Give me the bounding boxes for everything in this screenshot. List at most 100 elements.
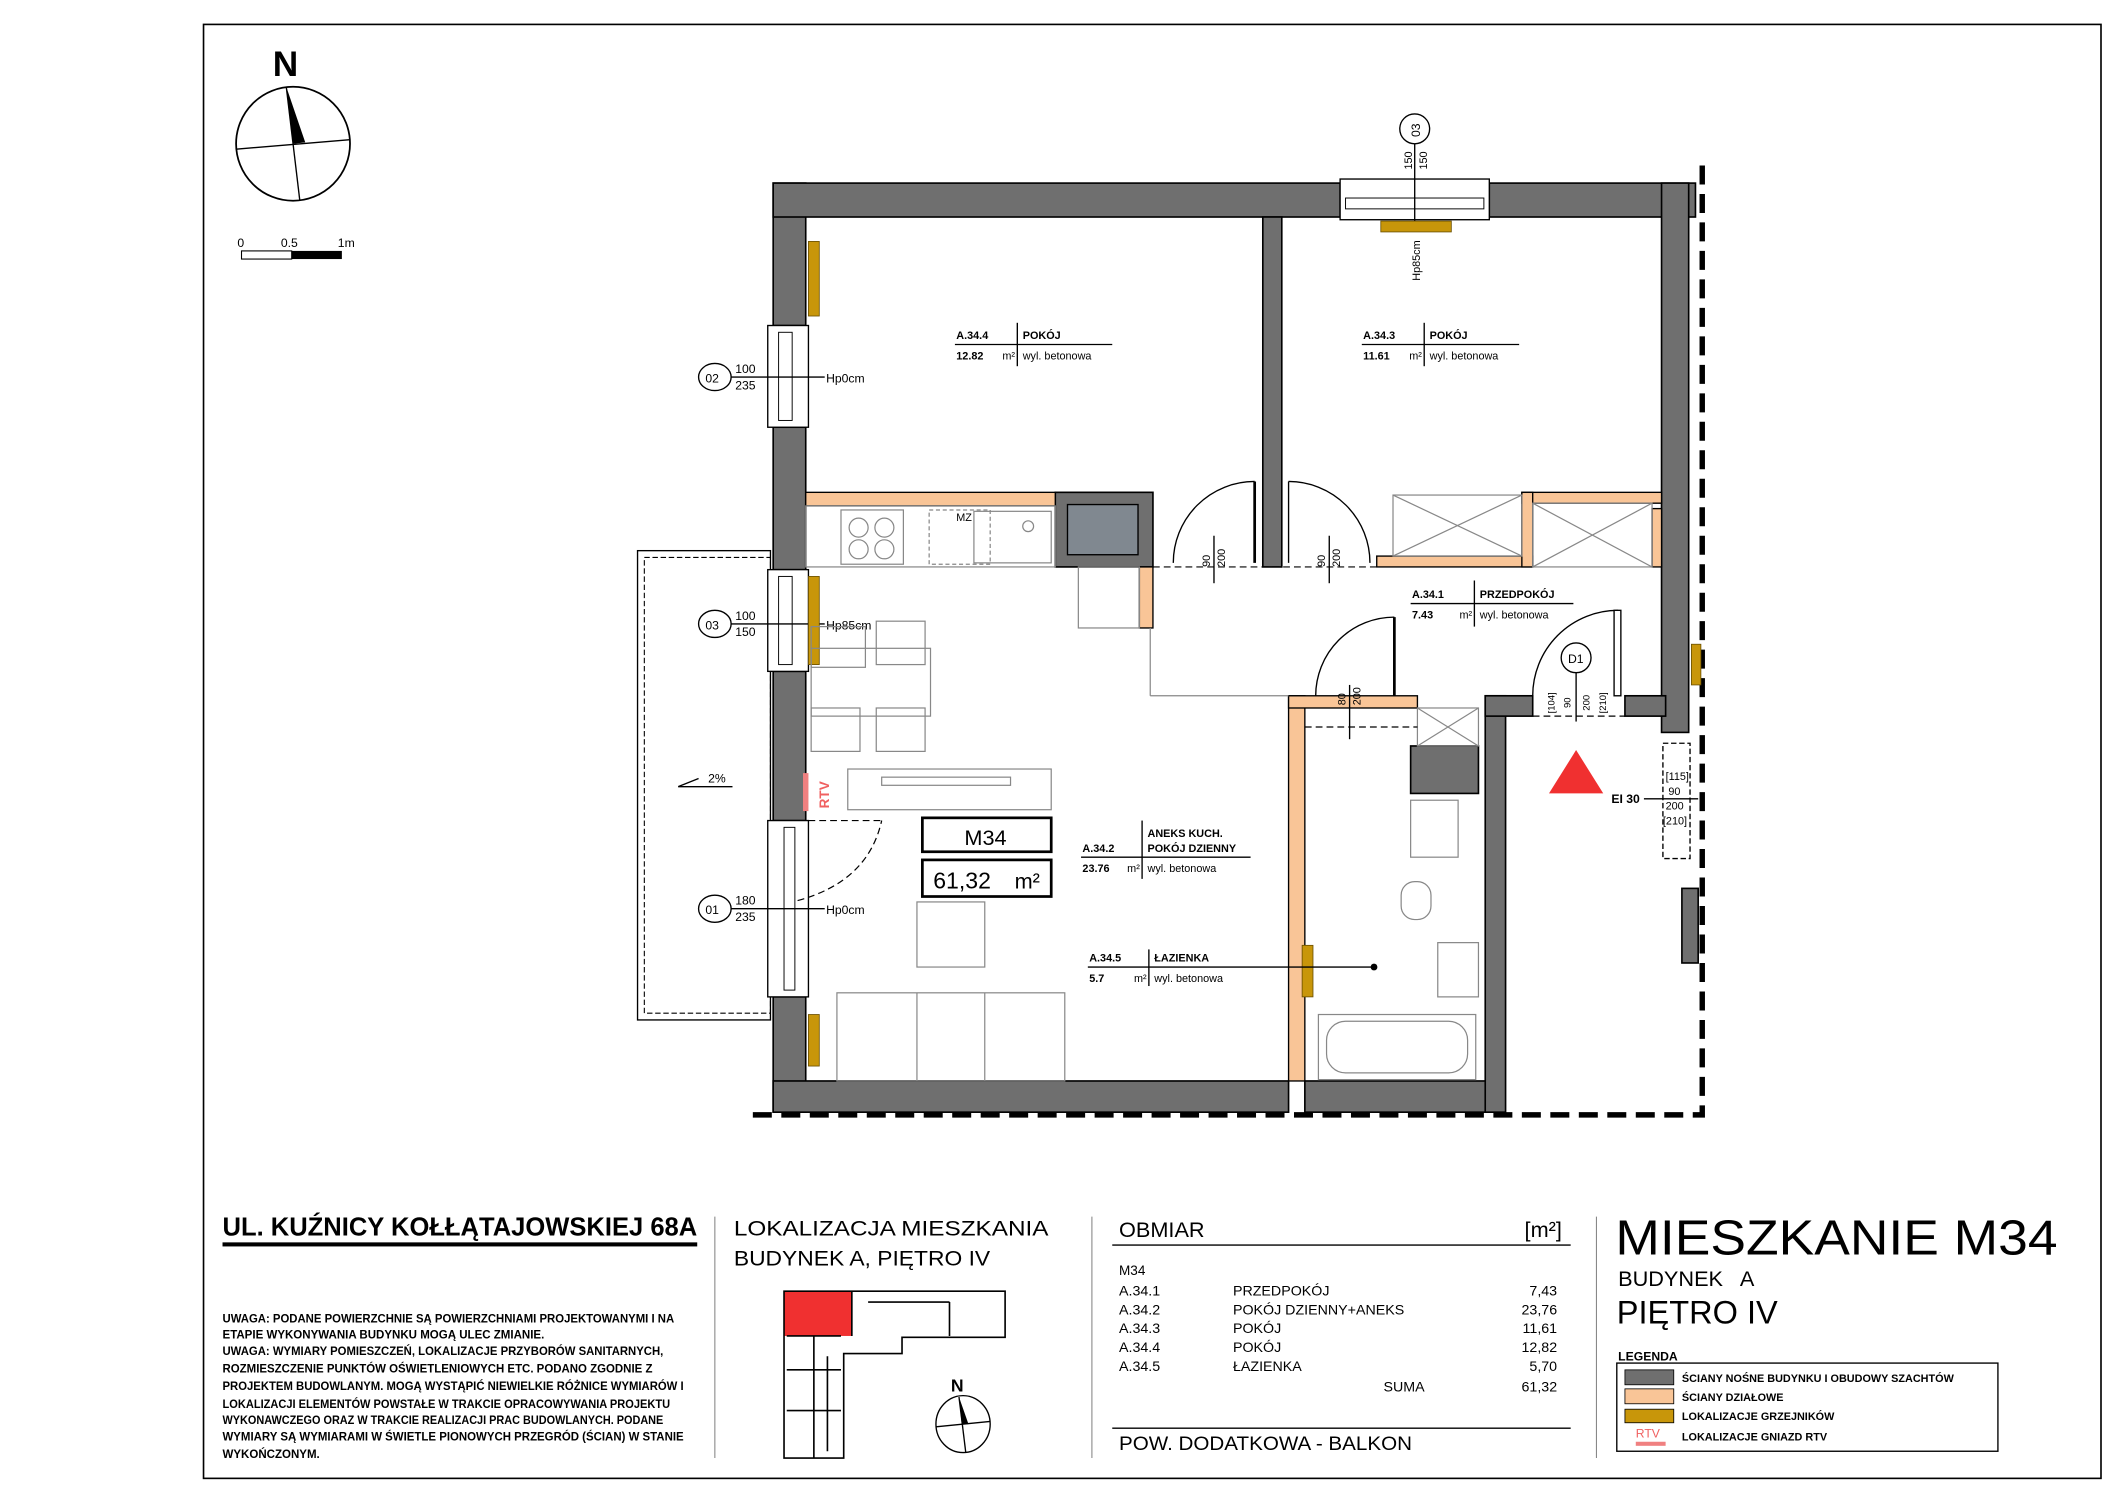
legend-item-rtv: RTV LOKALIZACJE GNIAZD RTV (1635, 1427, 1828, 1446)
note-line: LOKALIZACJI ELEMENTÓW POWSTAŁE W TRAKCIE… (223, 1398, 671, 1411)
legend-label: LOKALIZACJE GNIAZD RTV (1682, 1431, 1828, 1443)
legend-rtv-symbol: RTV (1636, 1427, 1661, 1441)
window-height: 150 (1418, 151, 1430, 169)
table-row: A.34.1 PRZEDPOKÓJ 7,43 (1119, 1282, 1557, 1299)
door-dim: 200 (1666, 801, 1684, 813)
row-name: PRZEDPOKÓJ (1233, 1282, 1330, 1299)
window-sill: Hp85cm (1411, 240, 1423, 280)
door-width: 80 (1337, 693, 1349, 705)
window-tag-03-top: 03 150 150 Hp85cm (1399, 113, 1431, 281)
scale-label-half: 0.5 (281, 236, 298, 250)
legend-swatch (1624, 1369, 1675, 1386)
door-dim: [104] (1546, 692, 1557, 713)
note-line: PROJEKTEM BUDOWLANYM. MOGĄ WYSTĄPIĆ NIEW… (223, 1380, 684, 1393)
floor-label: PIĘTRO IV (1617, 1295, 1778, 1331)
row-area: 11,61 (1523, 1321, 1558, 1337)
door-dim: 200 (1582, 695, 1593, 711)
note-line: WYMIARY SĄ WYMIARAMI W ŚWIETLE PIONOWYCH… (223, 1430, 684, 1443)
scale-label-0: 0 (237, 236, 244, 250)
door-height: 200 (1351, 687, 1363, 705)
room-id: A.34.4 (956, 330, 988, 342)
room-name: ŁAZIENKA (1154, 953, 1209, 965)
room-id: A.34.1 (1412, 589, 1444, 601)
note-line: WYKOŃCZONYM. (223, 1448, 320, 1461)
room-name-line1: ANEKS KUCH. (1148, 828, 1223, 840)
door-height: 200 (1216, 549, 1228, 567)
window-tag-01: 01 180 235 Hp0cm (697, 894, 865, 924)
door-width: 90 (1316, 555, 1328, 567)
note-line: UWAGA: WYMIARY POMIESZCZEŃ, LOKALIZACJE … (223, 1345, 664, 1358)
door-tag: D1 (1568, 652, 1584, 666)
row-name: POKÓJ DZIENNY+ANEKS (1233, 1301, 1404, 1318)
apartment-area-unit: m² (1015, 868, 1040, 893)
location-subtitle: BUDYNEK A, PIĘTRO IV (734, 1245, 991, 1270)
room-id: A.34.3 (1363, 330, 1395, 342)
room-unit: m² (1127, 863, 1140, 875)
door-dim: 90 (1668, 786, 1680, 798)
note-line: ETAPIE WYKONYWANIA BUDYNKU MOGĄ ULEC ZMI… (223, 1330, 545, 1342)
door-height: 200 (1331, 549, 1343, 567)
radiators (808, 220, 1702, 1067)
window-height: 235 (735, 910, 756, 924)
apartment-title: MIESZKANIE M34 (1615, 1212, 2057, 1266)
sum-value: 61,32 (1521, 1380, 1557, 1396)
legend-label: ŚCIANY NOŚNE BUDYNKU I OBUDOWY SZACHTÓW (1682, 1372, 1955, 1385)
window-width: 180 (735, 894, 756, 908)
room-floor: wyl. betonowa (1479, 609, 1550, 621)
legend-swatch (1624, 1408, 1675, 1424)
row-area: 12,82 (1521, 1340, 1557, 1356)
apartment-name: M34 (964, 825, 1006, 850)
room-name: POKÓJ DZIENNY (1148, 842, 1237, 855)
obmiar-title: OBMIAR (1119, 1217, 1205, 1242)
legend-swatch (1624, 1388, 1675, 1405)
room-floor: wyl. betonowa (1022, 350, 1093, 362)
apartment-tag: M34 61,32 m² (921, 816, 1053, 898)
note-line: ROZMIESZCZENIE PUNKTÓW OŚWIETLENIOWYCH E… (223, 1363, 653, 1376)
legend-label: ŚCIANY DZIAŁOWE (1682, 1391, 1784, 1404)
stair-door: [115] 90 200 [210] EI 30 (1611, 742, 1699, 860)
balcony-slope: 2% (708, 772, 726, 786)
row-area: 7,43 (1529, 1283, 1557, 1299)
row-name: POKÓJ (1233, 1320, 1281, 1337)
room-area: 23.76 (1082, 863, 1109, 875)
door-dim: [115] (1666, 771, 1689, 783)
window-tag-label: 02 (705, 371, 719, 385)
row-id: A.34.2 (1119, 1302, 1160, 1318)
room-name: POKÓJ (1430, 329, 1468, 342)
window-tag-label: 01 (705, 903, 719, 917)
table-row: A.34.4 POKÓJ 12,82 (1119, 1339, 1557, 1356)
fire-rating: EI 30 (1611, 792, 1640, 806)
room-area: 11.61 (1363, 350, 1390, 362)
room-area: 7.43 (1412, 609, 1433, 621)
location-block: LOKALIZACJA MIESZKANIA BUDYNEK A, PIĘTRO… (734, 1216, 1049, 1459)
row-name: POKÓJ (1233, 1339, 1281, 1356)
extra-area-label: POW. DODATKOWA - BALKON (1119, 1434, 1412, 1455)
row-area: 23,76 (1521, 1302, 1557, 1318)
building-label: BUDYNEK A (1618, 1266, 1755, 1291)
door-dim: [210] (1598, 692, 1609, 713)
row-name: ŁAZIENKA (1233, 1359, 1302, 1375)
row-id: A.34.4 (1119, 1340, 1160, 1356)
title-block: MIESZKANIE M34 BUDYNEK A PIĘTRO IV LEGEN… (1615, 1212, 2058, 1452)
footer-address-block: UL. KUŹNICY KOŁŁĄTAJOWSKIEJ 68A UWAGA: P… (222, 1213, 698, 1461)
note-line: UWAGA: PODANE POWIERZCHNIE SĄ POWIERZCHN… (223, 1313, 675, 1325)
room-area: 12.82 (956, 350, 983, 362)
legend-title: LEGENDA (1618, 1349, 1678, 1363)
room-floor: wyl. betonowa (1429, 350, 1500, 362)
balcony: 2% (636, 549, 772, 1021)
room-id: A.34.2 (1082, 843, 1114, 855)
room-label-a344: A.34.4 POKÓJ 12.82 m² wyl. betonowa (954, 322, 1113, 367)
furniture: MZ (805, 505, 1480, 1082)
room-name: POKÓJ (1023, 329, 1061, 342)
compass-icon: N (235, 45, 351, 202)
window-tag-label: 03 (705, 618, 719, 632)
legend-item-load-bearing: ŚCIANY NOŚNE BUDYNKU I OBUDOWY SZACHTÓW (1624, 1369, 1955, 1386)
window-width: 150 (1403, 151, 1415, 169)
room-unit: m² (1459, 609, 1472, 621)
obmiar-unit: [m²] (1525, 1217, 1562, 1242)
window-width: 100 (735, 362, 756, 376)
room-floor: wyl. betonowa (1153, 973, 1224, 985)
room-unit: m² (1002, 350, 1015, 362)
north-label: N (273, 45, 298, 84)
